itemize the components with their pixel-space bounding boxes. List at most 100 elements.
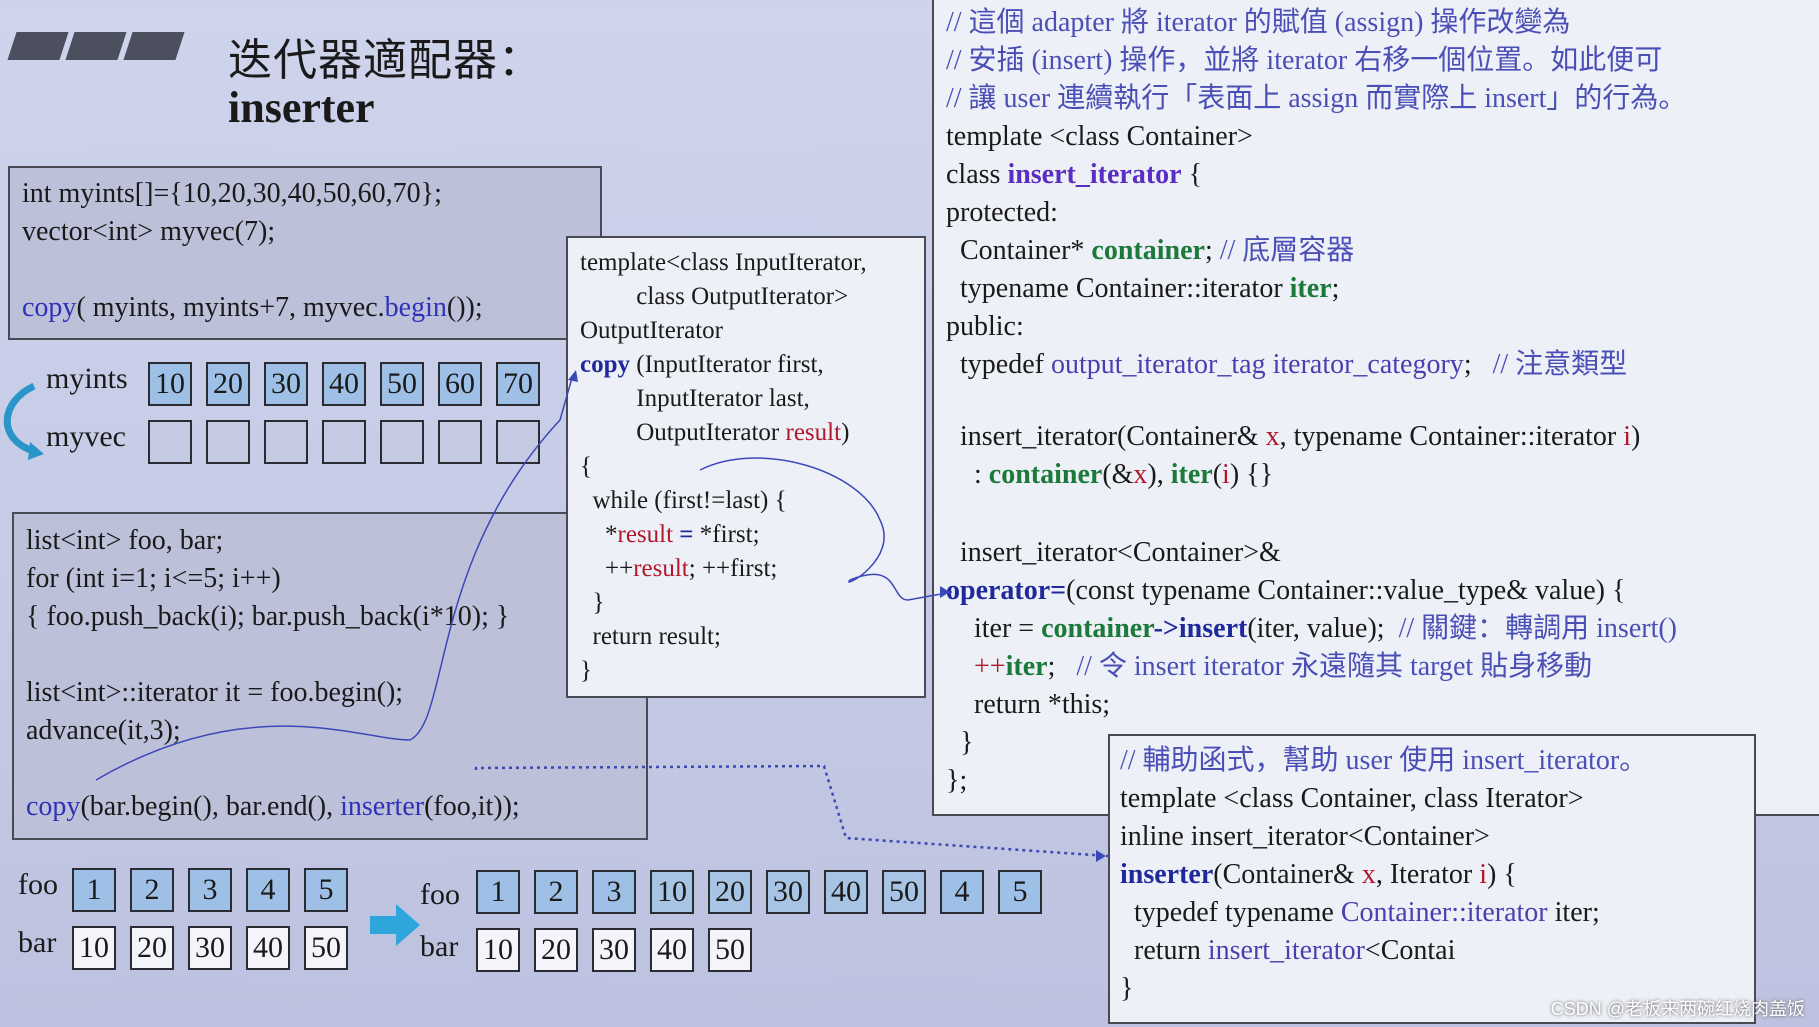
code-token: output_iterator_tag <box>1050 349 1266 380</box>
code-token: (Container& <box>1213 859 1362 890</box>
code-token: result <box>617 521 674 548</box>
myvec-cell <box>206 420 250 464</box>
myvec-cell <box>148 420 192 464</box>
code-line: template <class Container, class Iterato… <box>1120 780 1647 818</box>
code-line: list<int>::iterator it = foo.begin(); <box>26 674 520 712</box>
code-line: // 讓 user 連續執行「表面上 assign 而實際上 insert」的行… <box>946 80 1686 118</box>
bar-after-cell: 50 <box>708 928 752 972</box>
code-token: }; <box>946 765 968 796</box>
code-token: container <box>1091 235 1205 266</box>
code-line: typedef output_iterator_tag iterator_cat… <box>946 346 1686 384</box>
code-line: copy (InputIterator first, <box>580 348 867 382</box>
code-token: result <box>785 419 842 446</box>
bar-after-cell: 30 <box>592 928 636 972</box>
copy-curve-arrow-icon <box>3 382 44 460</box>
code-token: } <box>580 589 605 616</box>
code-token: x <box>1133 459 1148 490</box>
code-line: } <box>580 654 867 688</box>
code-token: inline insert_iterator<Container> <box>1120 821 1490 852</box>
bar-before-cell: 10 <box>72 926 116 970</box>
code-line: return result; <box>580 620 867 654</box>
watermark: CSDN @老板来两碗红烧肉盖饭 <box>1550 999 1805 1019</box>
code-token: iter <box>1005 651 1048 682</box>
code-line: copy( myints, myints+7, myvec.begin()); <box>22 289 483 327</box>
code-token: advance(it,3); <box>26 715 181 746</box>
insert-iterator-ctor-code: insert_iterator(Container& x, typename C… <box>946 418 1640 494</box>
code-token: iter <box>1170 459 1213 490</box>
code-line: inserter(Container& x, Iterator i) { <box>1120 856 1647 894</box>
code-token: inserter <box>340 791 425 822</box>
copy-function-code: template<class InputIterator, class Outp… <box>580 246 867 688</box>
code-line: : container(&x), iter(i) {} <box>946 456 1640 494</box>
code-line: return insert_iterator<Contai <box>1120 932 1647 970</box>
code-line: ++iter; // 令 insert iterator 永遠隨其 target… <box>946 648 1677 686</box>
myvec-label: myvec <box>46 420 126 453</box>
foo-after-cell: 30 <box>766 870 810 914</box>
code-token: ( <box>1212 459 1223 490</box>
code-token: i <box>1623 421 1632 452</box>
code-token: // 令 insert iterator 永遠隨其 target 貼身移動 <box>1076 651 1593 682</box>
code-token: // 注意類型 <box>1492 349 1628 380</box>
code-token: ; ++first; <box>688 555 778 582</box>
code-line: while (first!=last) { <box>580 484 867 518</box>
insert-iterator-class-code: // 這個 adapter 將 iterator 的賦值 (assign) 操作… <box>946 4 1686 384</box>
code-token: typename Container::iterator <box>946 273 1290 304</box>
code-token: { foo.push_back(i); bar.push_back(i*10);… <box>26 601 510 632</box>
code-line: ++result; ++first; <box>580 552 867 586</box>
myints-cell: 20 <box>206 362 250 406</box>
foo-after-cell: 50 <box>882 870 926 914</box>
code-token: OutputIterator <box>580 317 724 344</box>
myvec-cell <box>380 420 424 464</box>
code-line: template <class Container> <box>946 118 1686 156</box>
code-token: insert_iterator<Container>& <box>946 537 1281 568</box>
list-inserter-code: list<int> foo, bar;for (int i=1; i<=5; i… <box>26 522 520 826</box>
code-line: return *this; <box>946 686 1677 724</box>
code-line: advance(it,3); <box>26 712 520 750</box>
vector-copy-code: int myints[]={10,20,30,40,50,60,70};vect… <box>22 175 483 327</box>
code-line: OutputIterator result) <box>580 416 867 450</box>
code-line: } <box>946 724 1677 762</box>
code-line: list<int> foo, bar; <box>26 522 520 560</box>
myvec-cell <box>496 420 540 464</box>
code-line: }; <box>946 762 1677 800</box>
code-token: template <class Container> <box>946 121 1253 152</box>
code-token: x <box>1361 859 1376 890</box>
code-line: vector<int> myvec(7); <box>22 213 483 251</box>
foo-after-cell: 40 <box>824 870 868 914</box>
code-token: = <box>679 521 694 548</box>
foo-before-cell: 5 <box>304 868 348 912</box>
code-token: ; <box>1463 349 1493 380</box>
myvec-cell <box>322 420 366 464</box>
code-token: -> <box>1153 613 1179 644</box>
code-line: public: <box>946 308 1686 346</box>
code-token: } <box>580 657 592 684</box>
bar-before-cell: 20 <box>130 926 174 970</box>
code-token: insert_iterator <box>1207 935 1365 966</box>
copy-function-box <box>566 236 926 698</box>
code-token: ) { <box>1487 859 1517 890</box>
code-line: Container* container; // 底層容器 <box>946 232 1686 270</box>
bar-after-cell: 40 <box>650 928 694 972</box>
code-token: x <box>1265 421 1280 452</box>
code-token: inserter <box>1120 859 1214 890</box>
code-token: typedef typename <box>1120 897 1341 928</box>
code-token: } <box>1120 973 1134 1004</box>
code-line: *result = *first; <box>580 518 867 552</box>
code-line: { foo.push_back(i); bar.push_back(i*10);… <box>26 598 520 636</box>
code-token: return *this; <box>946 689 1111 720</box>
code-token: public: <box>946 311 1024 342</box>
code-line: // 安插 (insert) 操作，並將 iterator 右移一個位置。如此便… <box>946 42 1686 80</box>
code-line: operator=(const typename Container::valu… <box>946 572 1677 610</box>
code-token: result <box>633 555 689 582</box>
code-token: i <box>1479 859 1487 890</box>
foo-after-cell: 5 <box>998 870 1042 914</box>
code-token: container <box>988 459 1103 490</box>
code-token: begin <box>384 292 447 323</box>
code-line: class OutputIterator> <box>580 280 867 314</box>
code-token: // 安插 (insert) 操作，並將 iterator 右移一個位置。如此便… <box>946 45 1663 76</box>
inserter-helper-code: // 輔助函式，幫助 user 使用 insert_iterator。templ… <box>1120 742 1647 1008</box>
code-token: ), <box>1147 459 1171 490</box>
code-line: { <box>580 450 867 484</box>
bar-before-cell: 50 <box>304 926 348 970</box>
code-token: , Iterator <box>1375 859 1480 890</box>
